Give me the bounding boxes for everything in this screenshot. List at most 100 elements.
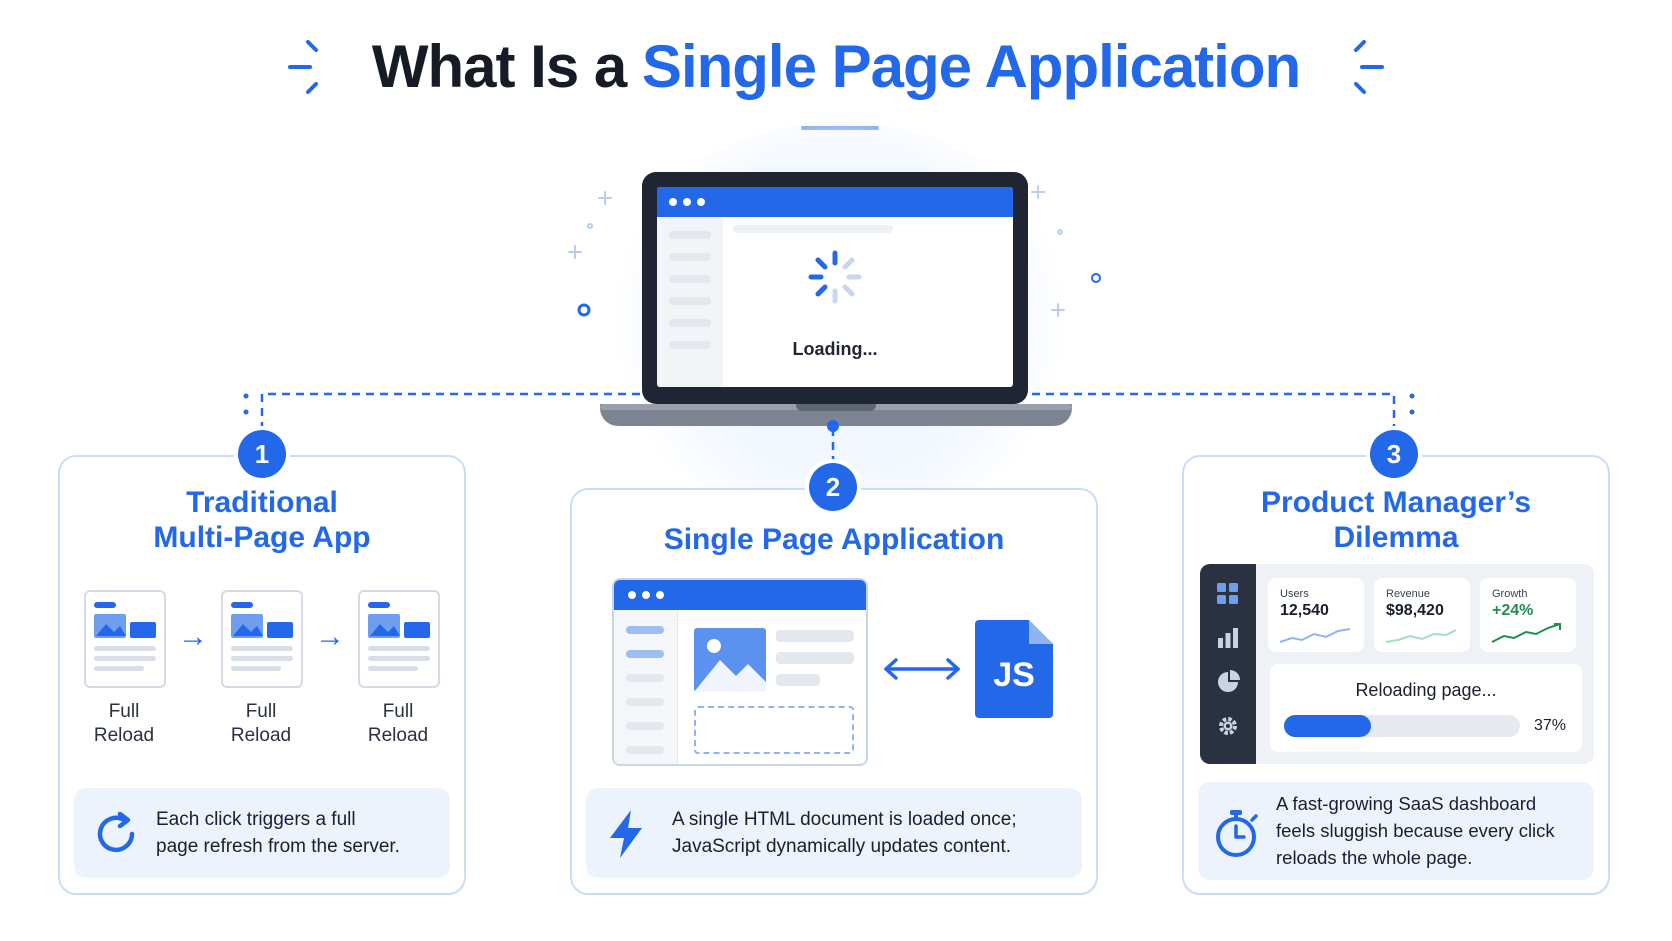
window-dot-icon	[697, 198, 705, 206]
document-image-icon	[231, 602, 293, 671]
stat-value: 12,540	[1280, 602, 1329, 619]
reload-label-line2: Reload	[230, 725, 292, 746]
window-dot-icon	[683, 198, 691, 206]
spa-browser-window	[612, 578, 868, 766]
sparkline-icon	[1491, 623, 1561, 643]
sparkline-icon	[1279, 628, 1351, 643]
skeleton-line	[669, 341, 711, 349]
skeleton-line	[626, 746, 664, 754]
skeleton-line	[626, 674, 664, 682]
title-prefix: What Is a	[371, 33, 627, 100]
info-line: page refresh from the server.	[156, 836, 400, 857]
skeleton-line	[733, 225, 893, 233]
stat-label: Growth	[1492, 588, 1528, 600]
card-1-title: Traditional Multi-Page App	[58, 485, 466, 555]
card-1-info-text: Each click triggers a full page refresh …	[156, 806, 400, 860]
skeleton-line	[669, 275, 711, 283]
card-3-title-line2: Dilemma	[1333, 521, 1459, 554]
skeleton-line	[626, 650, 664, 658]
full-reload-label: Full Reload	[211, 700, 311, 748]
skeleton-line	[669, 253, 711, 261]
card-1-title-line1: Traditional	[186, 486, 338, 519]
info-line: Each click triggers a full	[156, 809, 356, 830]
step-badge-1: 1	[238, 430, 286, 478]
browser-sidebar	[614, 610, 678, 764]
info-line: reloads the whole page.	[1276, 847, 1473, 868]
title-sparkle-right-icon	[1354, 40, 1384, 94]
document-page-icon	[358, 590, 440, 688]
document-image-icon	[368, 602, 430, 671]
info-line: A fast-growing SaaS dashboard	[1276, 793, 1537, 814]
stat-value: $98,420	[1386, 602, 1444, 619]
sparkle-decorations-icon	[568, 185, 1101, 317]
arrow-right-icon: →	[315, 620, 345, 653]
skeleton-line	[669, 319, 711, 327]
dynamic-content-region	[694, 706, 854, 754]
reload-label-line1: Full	[382, 701, 414, 722]
document-page-icon	[84, 590, 166, 688]
image-placeholder-icon	[694, 628, 766, 692]
card-3-title-line1: Product Manager’s	[1260, 486, 1532, 519]
card-1-title-line2: Multi-Page App	[153, 521, 371, 554]
bidirectional-arrow-icon	[884, 658, 960, 680]
javascript-file-icon: JS	[975, 620, 1053, 718]
progress-bar	[1284, 715, 1520, 737]
saas-dashboard: Users 12,540 Revenue $98,420 Growth +24%…	[1200, 564, 1594, 764]
reload-label-line1: Full	[108, 701, 140, 722]
skeleton-line	[626, 722, 664, 730]
card-3-title: Product Manager’s Dilemma	[1182, 485, 1610, 555]
reload-label-line2: Reload	[93, 725, 155, 746]
skeleton-line	[776, 652, 854, 664]
reload-label-line1: Full	[245, 701, 277, 722]
window-dot-icon	[669, 198, 677, 206]
card-2-info-text: A single HTML document is loaded once; J…	[672, 806, 1017, 860]
laptop-notch	[796, 404, 876, 411]
laptop-browser-bar	[657, 187, 1013, 217]
arrow-right-icon: →	[178, 620, 208, 653]
skeleton-line	[626, 698, 664, 706]
stat-value: +24%	[1492, 602, 1534, 619]
full-reload-label: Full Reload	[74, 700, 174, 748]
loading-spinner-icon	[808, 250, 862, 304]
card-3-info-text: A fast-growing SaaS dashboard feels slug…	[1276, 790, 1555, 871]
document-page-icon	[221, 590, 303, 688]
skeleton-line	[669, 297, 711, 305]
pie-chart-icon	[1218, 670, 1240, 692]
grid-icon	[1217, 583, 1238, 604]
reload-label-line2: Reload	[367, 725, 429, 746]
progress-bar-fill	[1284, 715, 1372, 737]
title-sparkle-left-icon	[288, 40, 318, 94]
reloading-text: Reloading page...	[1355, 680, 1497, 700]
page-title: What Is a Single Page Application	[0, 32, 1672, 101]
sparkline-icon	[1385, 629, 1457, 643]
stat-label: Revenue	[1386, 588, 1431, 600]
skeleton-line	[776, 674, 820, 686]
window-dot-icon	[628, 591, 636, 599]
stat-card-growth: Growth +24%	[1480, 578, 1576, 652]
title-highlight: Single Page Application	[641, 33, 1301, 100]
stat-card-users: Users 12,540	[1268, 578, 1364, 652]
stat-label: Users	[1280, 588, 1309, 600]
document-image-icon	[94, 602, 156, 671]
card-1-info-box: Each click triggers a full page refresh …	[74, 788, 450, 878]
reloading-panel: Reloading page... 37%	[1270, 664, 1582, 752]
laptop-sidebar	[657, 217, 723, 387]
card-2-title: Single Page Application	[663, 523, 1005, 556]
skeleton-line	[626, 626, 664, 634]
skeleton-line	[776, 630, 854, 642]
info-line: A single HTML document is loaded once;	[672, 809, 1017, 830]
info-line: feels sluggish because every click	[1276, 820, 1555, 841]
bar-chart-icon	[1218, 628, 1238, 648]
progress-percent: 37%	[1534, 717, 1567, 734]
step-badge-2: 2	[809, 463, 857, 511]
settings-gear-icon	[1219, 717, 1237, 735]
full-reload-label: Full Reload	[348, 700, 448, 748]
loading-text: Loading...	[792, 339, 878, 359]
card-2-info-box: A single HTML document is loaded once; J…	[586, 788, 1082, 878]
refresh-icon	[97, 811, 135, 853]
card-3-info-box: A fast-growing SaaS dashboard feels slug…	[1198, 782, 1594, 880]
dashboard-sidebar	[1200, 564, 1256, 764]
window-dot-icon	[642, 591, 650, 599]
window-dot-icon	[656, 591, 664, 599]
